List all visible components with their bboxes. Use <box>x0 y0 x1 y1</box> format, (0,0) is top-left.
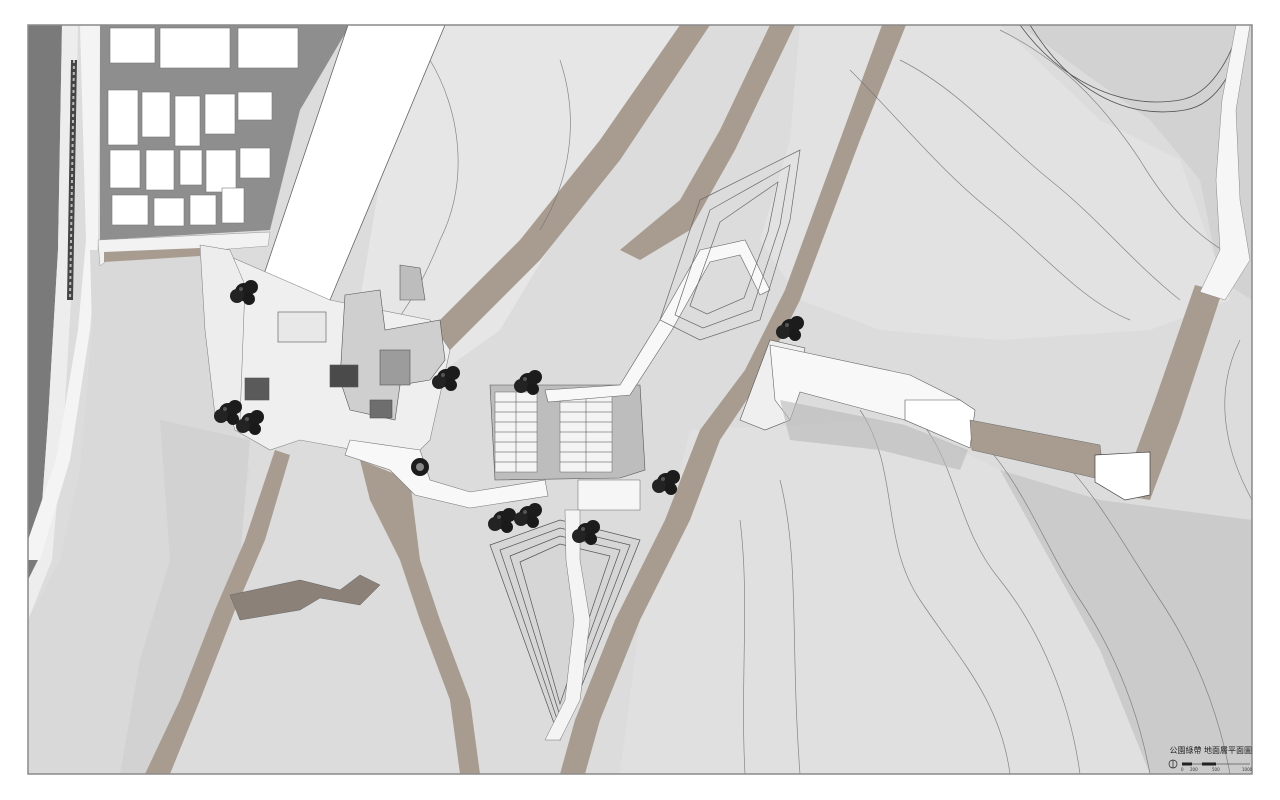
scale-label-1000: 1000 <box>1242 767 1253 772</box>
ramp <box>544 509 591 741</box>
footpath-line <box>1019 25 1241 103</box>
scale-label-200: 200 <box>1190 767 1198 772</box>
wood-path <box>560 25 906 774</box>
terrain-light-zone <box>620 420 1150 774</box>
town-buildings <box>107 27 299 227</box>
plan-title: 公園綠帶 地面層平面圖 <box>1169 746 1252 755</box>
wood-path <box>620 25 795 260</box>
hub-buildings <box>244 264 446 421</box>
terrain-dark-zone <box>1000 470 1252 774</box>
parking-stalls <box>495 392 612 472</box>
terrace-steps <box>659 149 801 341</box>
road-strip <box>28 25 78 620</box>
wood-path <box>360 460 480 774</box>
boardwalk <box>229 574 381 621</box>
contour-lines <box>379 29 1252 774</box>
promenade <box>28 25 100 560</box>
terrain-light-zone <box>360 25 700 380</box>
road-curve <box>104 248 200 262</box>
scale-bar <box>1168 759 1250 769</box>
terrain-light-zone <box>760 25 1230 340</box>
road-winding <box>1199 25 1251 301</box>
vegetation-hatch <box>120 420 250 774</box>
scale-label-500: 500 <box>1212 767 1220 772</box>
rail-line <box>69 59 75 301</box>
road-strip <box>28 25 62 580</box>
bridge-shadow <box>780 400 968 470</box>
drawing-frame <box>27 24 1253 775</box>
pavilion <box>577 479 641 511</box>
north-arrow-icon <box>1168 759 1178 769</box>
wood-path <box>145 450 290 774</box>
wood-path <box>1120 285 1222 500</box>
lookout-platform <box>1094 451 1151 501</box>
terrain-dark-zone <box>1020 25 1252 300</box>
terrace-steps <box>489 519 641 741</box>
scale-label-0: 0 <box>1181 767 1184 772</box>
wood-path <box>420 25 710 360</box>
title-block: 公園綠帶 地面層平面圖 0 200 500 1000 <box>1168 746 1252 774</box>
